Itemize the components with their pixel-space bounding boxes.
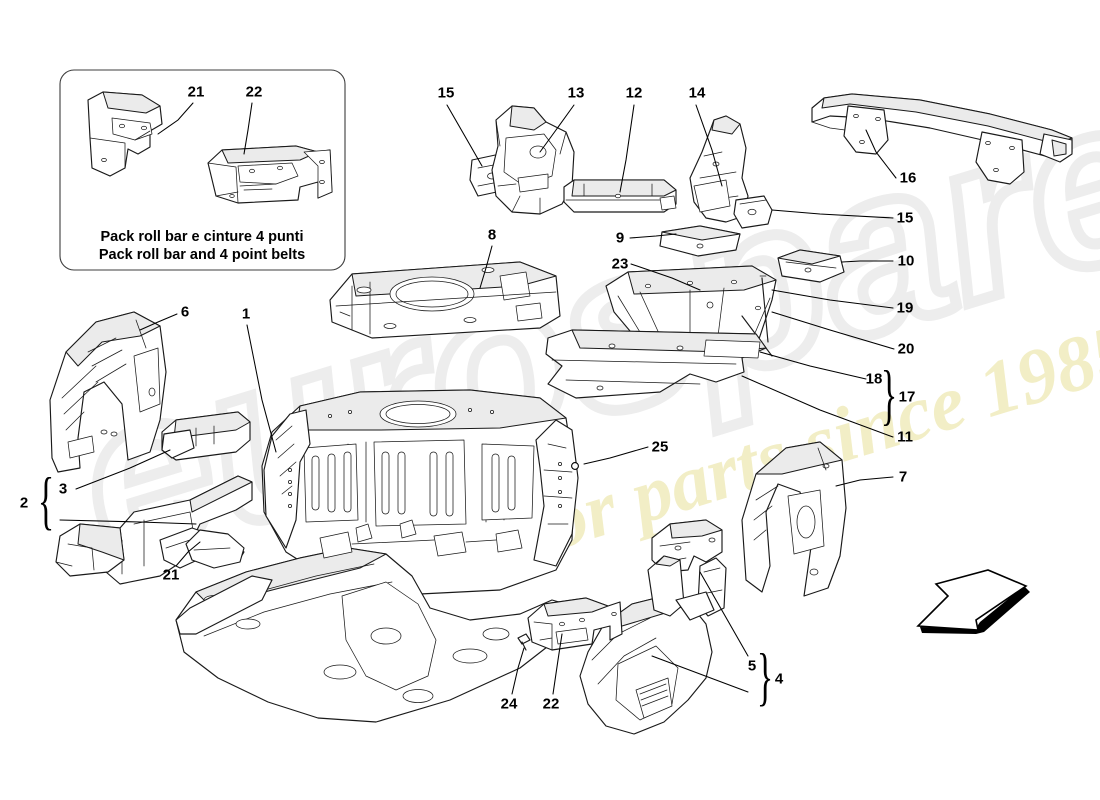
callout-label: 15 bbox=[896, 209, 914, 227]
leader-14 bbox=[695, 104, 723, 187]
leader-25-terminator bbox=[571, 462, 579, 470]
callout-label: 6 bbox=[180, 303, 190, 321]
leader-15-right bbox=[771, 209, 894, 219]
leader-13 bbox=[539, 104, 575, 153]
callout-label: 8 bbox=[487, 226, 497, 244]
part-inset-22-bracket bbox=[207, 145, 333, 204]
leader-10 bbox=[841, 260, 894, 263]
callout-label: 7 bbox=[898, 468, 908, 486]
callout-label: 21 bbox=[187, 83, 205, 101]
callout-label: 10 bbox=[897, 252, 915, 270]
leader-3 bbox=[75, 449, 171, 490]
part-15-right-plate bbox=[733, 195, 773, 229]
callout-label: 9 bbox=[615, 229, 625, 247]
leader-9 bbox=[629, 233, 677, 239]
part-9-angled-plate bbox=[659, 225, 741, 257]
leader-inset-22 bbox=[243, 102, 253, 155]
callout-label: 15 bbox=[437, 84, 455, 102]
leader-16 bbox=[865, 129, 897, 179]
inset-caption-line-italian: Pack roll bar e cinture 4 punti bbox=[100, 229, 304, 245]
leader-1 bbox=[246, 324, 277, 453]
callout-label: 23 bbox=[611, 255, 629, 273]
part-16-rear-bumper-beam bbox=[811, 93, 1073, 185]
inset-panel-border bbox=[59, 69, 346, 271]
callout-label: 25 bbox=[651, 438, 669, 456]
callout-label: 2 bbox=[19, 494, 29, 512]
leader-24 bbox=[511, 647, 525, 695]
inset-caption: Pack roll bar e cinture 4 punti Pack rol… bbox=[99, 228, 305, 264]
leader-7 bbox=[835, 476, 894, 487]
callout-label: 20 bbox=[897, 340, 915, 358]
leader-8 bbox=[479, 245, 493, 289]
part-3-side-rail bbox=[161, 411, 251, 461]
callout-label: 21 bbox=[162, 566, 180, 584]
leader-15-left bbox=[446, 104, 483, 167]
direction-arrow bbox=[916, 569, 1030, 634]
callout-label: 24 bbox=[500, 695, 518, 713]
leader-4-lower bbox=[651, 655, 749, 693]
callout-label: 17 bbox=[898, 388, 916, 406]
leader-23 bbox=[630, 263, 701, 291]
leader-5 bbox=[699, 571, 749, 657]
part-1-main-rear-floor-structure bbox=[175, 389, 579, 723]
part-inset-21-bracket bbox=[87, 91, 163, 177]
leader-18 bbox=[759, 351, 867, 380]
callout-label: 16 bbox=[899, 169, 917, 187]
leader-21-lower bbox=[175, 541, 201, 567]
brace-group-4: } bbox=[756, 642, 774, 714]
leader-6 bbox=[139, 313, 178, 331]
callout-label: 13 bbox=[567, 84, 585, 102]
callout-label: 5 bbox=[747, 657, 757, 675]
part-18-11-floor-sheet bbox=[545, 329, 767, 399]
brace-group-2: { bbox=[37, 466, 55, 538]
callout-label: 14 bbox=[688, 84, 706, 102]
part-10-small-beam bbox=[777, 249, 845, 283]
callout-label: 11 bbox=[897, 428, 913, 446]
leader-12 bbox=[619, 104, 635, 193]
leader-19 bbox=[771, 289, 894, 309]
callout-label: 22 bbox=[245, 83, 263, 101]
leader-25 bbox=[583, 446, 649, 465]
part-6-wheel-arch-liner bbox=[49, 311, 167, 473]
part-8-rear-floor-panel bbox=[329, 261, 561, 339]
leader-11 bbox=[741, 375, 894, 438]
callout-label: 19 bbox=[896, 299, 914, 317]
leader-2-lower bbox=[59, 519, 197, 525]
callout-label: 3 bbox=[58, 480, 68, 498]
leader-22-lower bbox=[552, 633, 563, 695]
part-22-lower-bracket bbox=[517, 597, 623, 651]
leader-20 bbox=[771, 311, 895, 350]
callout-label: 18 bbox=[865, 370, 883, 388]
callout-label: 4 bbox=[774, 670, 784, 688]
part-21-lower-bracket bbox=[185, 529, 245, 569]
callout-label: 1 bbox=[241, 305, 251, 323]
leader-inset-21 bbox=[157, 102, 194, 135]
part-7-rear-wheel-arch-outer bbox=[741, 441, 847, 597]
callout-label: 12 bbox=[625, 84, 643, 102]
inset-caption-line-english: Pack roll bar and 4 point belts bbox=[98, 247, 306, 264]
part-14-rear-pillar bbox=[689, 115, 749, 223]
brace-group-17: } bbox=[880, 359, 898, 433]
callout-label: 22 bbox=[542, 695, 560, 713]
part-12-reinforcement-beam bbox=[563, 179, 677, 213]
